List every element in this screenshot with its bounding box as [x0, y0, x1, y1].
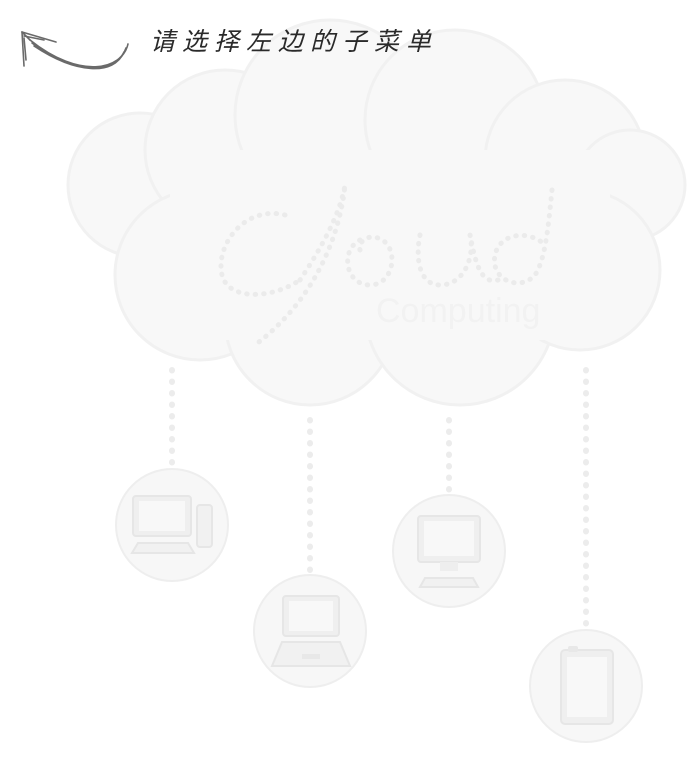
cloud-logo-script	[218, 184, 555, 348]
desktop-tower-icon	[115, 468, 229, 582]
curved-arrow-left-icon	[21, 31, 129, 70]
select-submenu-hint: 请选择左边的子菜单	[150, 27, 439, 56]
cloud-icon	[66, 18, 687, 407]
laptop-icon	[253, 574, 367, 688]
tablet-icon	[529, 629, 643, 743]
network-connectors	[169, 367, 589, 633]
monitor-icon	[392, 494, 506, 608]
cloud-logo-subtitle: Computing	[376, 292, 540, 330]
